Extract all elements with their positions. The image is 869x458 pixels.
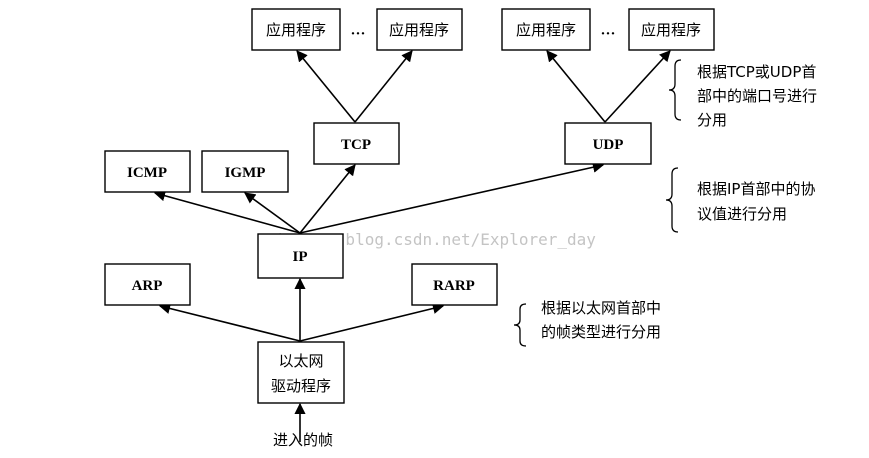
icmp-label: ICMP — [127, 165, 167, 181]
note-ethernet: 根据以太网首部中 的帧类型进行分用 — [541, 299, 661, 341]
app-label-3: 应用程序 — [516, 21, 576, 39]
igmp-label: IGMP — [225, 165, 266, 181]
brace-ip — [665, 167, 679, 233]
edge-ip-to-tcp — [299, 164, 356, 234]
tcp-label: TCP — [341, 137, 371, 153]
brace-ethernet — [513, 303, 527, 347]
incoming-frame-label: 进入的帧 — [273, 431, 333, 449]
app-box-3: 应用程序 — [501, 8, 591, 51]
app-label-1: 应用程序 — [266, 21, 326, 39]
note-ip: 根据IP首部中的协 议值进行分用 — [697, 180, 815, 223]
note-transport: 根据TCP或UDP首 部中的端口号进行 分用 — [697, 63, 817, 129]
edge-tcp-to-app2 — [354, 50, 413, 123]
note-ip-line1: 根据IP首部中的协 — [697, 180, 815, 198]
tcp-box: TCP — [313, 122, 400, 165]
app-box-4: 应用程序 — [628, 8, 715, 51]
arp-label: ARP — [132, 278, 163, 294]
ellipsis-2: ··· — [600, 26, 615, 42]
app-box-1: 应用程序 — [251, 8, 341, 51]
app-label-4: 应用程序 — [641, 21, 701, 39]
edge-driver-to-rarp — [299, 302, 445, 342]
edge-udp-to-app4 — [604, 50, 671, 123]
app-label-2: 应用程序 — [389, 21, 449, 39]
app-box-2: 应用程序 — [376, 8, 463, 51]
rarp-box: RARP — [411, 263, 498, 306]
edge-tcp-to-app1 — [296, 50, 356, 123]
driver-label-line2: 驱动程序 — [271, 377, 331, 395]
ellipsis-1: ··· — [350, 26, 365, 42]
note-transport-line1: 根据TCP或UDP首 — [697, 63, 816, 81]
note-ip-line2: 议值进行分用 — [697, 205, 787, 223]
edge-udp-to-app3 — [546, 50, 606, 123]
watermark: http://blog.csdn.net/Explorer_day — [278, 230, 596, 249]
udp-box: UDP — [564, 122, 652, 165]
igmp-box: IGMP — [201, 150, 289, 193]
edge-ip-to-icmp — [153, 190, 301, 234]
note-transport-line2: 部中的端口号进行 — [697, 87, 817, 105]
note-ethernet-line2: 的帧类型进行分用 — [541, 323, 661, 341]
edge-ip-to-udp — [299, 161, 605, 234]
ethernet-driver-box: 以太网 驱动程序 — [257, 341, 345, 404]
driver-label-line1: 以太网 — [278, 352, 323, 370]
edge-driver-to-arp — [158, 303, 301, 342]
arp-box: ARP — [104, 263, 191, 306]
icmp-box: ICMP — [104, 150, 191, 193]
note-ethernet-line1: 根据以太网首部中 — [541, 299, 661, 317]
note-transport-line3: 分用 — [697, 111, 727, 129]
ip-label: IP — [293, 249, 308, 265]
brace-transport — [668, 59, 682, 121]
edge-ip-to-igmp — [244, 192, 301, 234]
ip-box: IP — [257, 233, 344, 279]
edges — [153, 50, 671, 442]
udp-label: UDP — [593, 137, 624, 153]
rarp-label: RARP — [433, 278, 475, 294]
